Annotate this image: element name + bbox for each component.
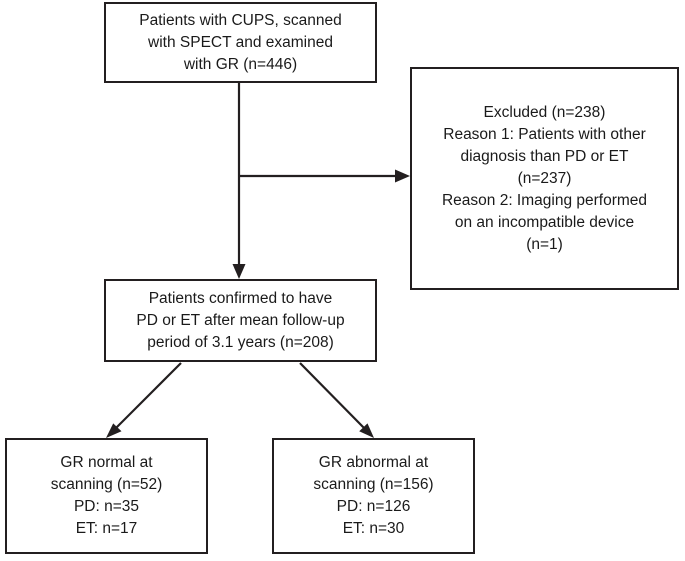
node-excluded-reason-2: Reason 2: Imaging performed on an incomp… [441, 191, 648, 253]
node-confirmed-patients: Patients confirmed to have PD or ET afte… [104, 279, 377, 362]
edge-confirmed-to-gr-normal-line [112, 362, 182, 432]
edge-enrolled-to-excluded-arrowhead [395, 169, 410, 183]
node-excluded-heading: Excluded (n=238) [483, 103, 606, 121]
node-enrolled-patients-text: Patients with CUPS, scanned with SPECT a… [139, 11, 342, 73]
node-gr-normal-pd-count: PD: n=35 [73, 498, 140, 515]
edge-confirmed-to-gr-abnormal-arrowhead [359, 423, 374, 438]
node-gr-abnormal-heading: GR abnormal at scanning (n=156) [313, 454, 434, 493]
node-excluded-reason-1: Reason 1: Patients with other diagnosis … [443, 125, 646, 187]
node-gr-abnormal-pd-count: PD: n=126 [336, 498, 411, 515]
node-gr-normal-heading: GR normal at scanning (n=52) [50, 454, 163, 493]
edge-confirmed-to-gr-abnormal-line [299, 362, 368, 432]
node-excluded: Excluded (n=238) Reason 1: Patients with… [410, 67, 679, 290]
node-enrolled-patients: Patients with CUPS, scanned with SPECT a… [104, 2, 377, 83]
node-gr-normal-et-count: ET: n=17 [75, 520, 138, 537]
node-gr-normal: GR normal at scanning (n=52) PD: n=35 ET… [5, 438, 208, 554]
node-gr-abnormal: GR abnormal at scanning (n=156) PD: n=12… [272, 438, 475, 554]
edge-confirmed-to-gr-normal-arrowhead [106, 423, 122, 438]
node-confirmed-patients-text: Patients confirmed to have PD or ET afte… [136, 289, 345, 351]
edge-enrolled-to-confirmed-arrowhead [232, 264, 246, 279]
node-gr-abnormal-et-count: ET: n=30 [342, 520, 405, 537]
